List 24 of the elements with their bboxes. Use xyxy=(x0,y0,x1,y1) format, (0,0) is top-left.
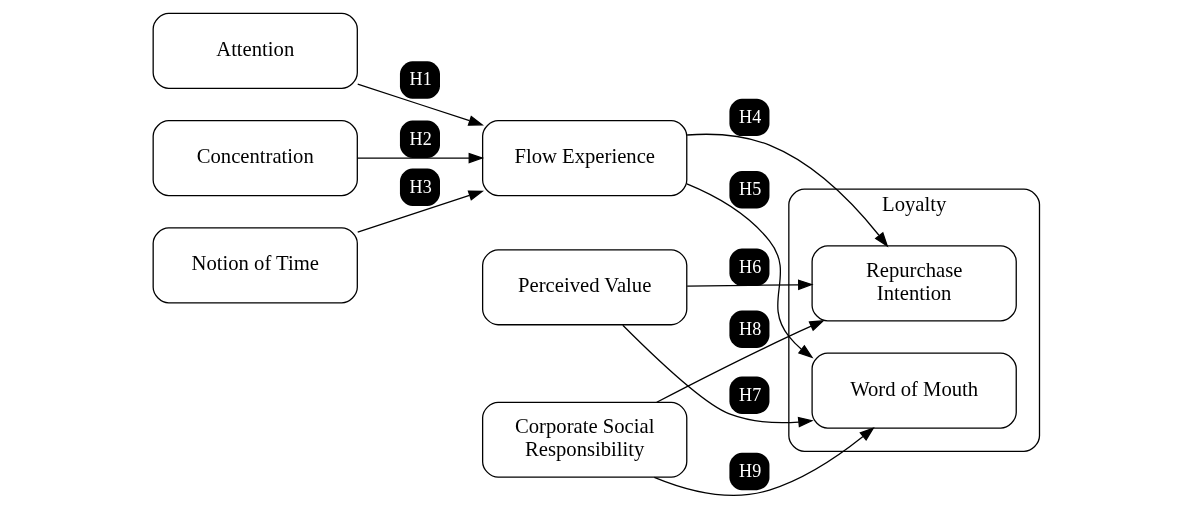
node-box: Notion of Time xyxy=(152,227,358,304)
node-box: Repurchase Intention xyxy=(811,245,1017,322)
arrow xyxy=(656,320,825,403)
edge-label: H3 xyxy=(409,176,432,197)
node-box: Word of Mouth xyxy=(811,352,1017,429)
arrow xyxy=(357,83,484,126)
edge-label: H6 xyxy=(739,256,762,277)
node-box: Concentration xyxy=(152,119,358,197)
arrow xyxy=(686,133,889,248)
edge-label: H4 xyxy=(739,106,762,127)
edge-label: H2 xyxy=(409,128,432,149)
node-box: Corporate Social Responsibility xyxy=(482,401,688,478)
edge-label: H9 xyxy=(739,460,762,481)
node-box: Attention xyxy=(152,12,358,89)
arrow xyxy=(622,324,814,428)
node-box: Flow Experience xyxy=(482,119,688,197)
edge-label: H8 xyxy=(739,318,762,339)
edge-label: H5 xyxy=(739,179,762,200)
edge-label: H7 xyxy=(739,384,762,405)
arrow xyxy=(357,152,485,164)
arrow xyxy=(653,426,875,496)
edge-label: H1 xyxy=(409,69,432,90)
node-box: Perceived Value xyxy=(482,249,688,326)
arrow xyxy=(357,190,484,233)
